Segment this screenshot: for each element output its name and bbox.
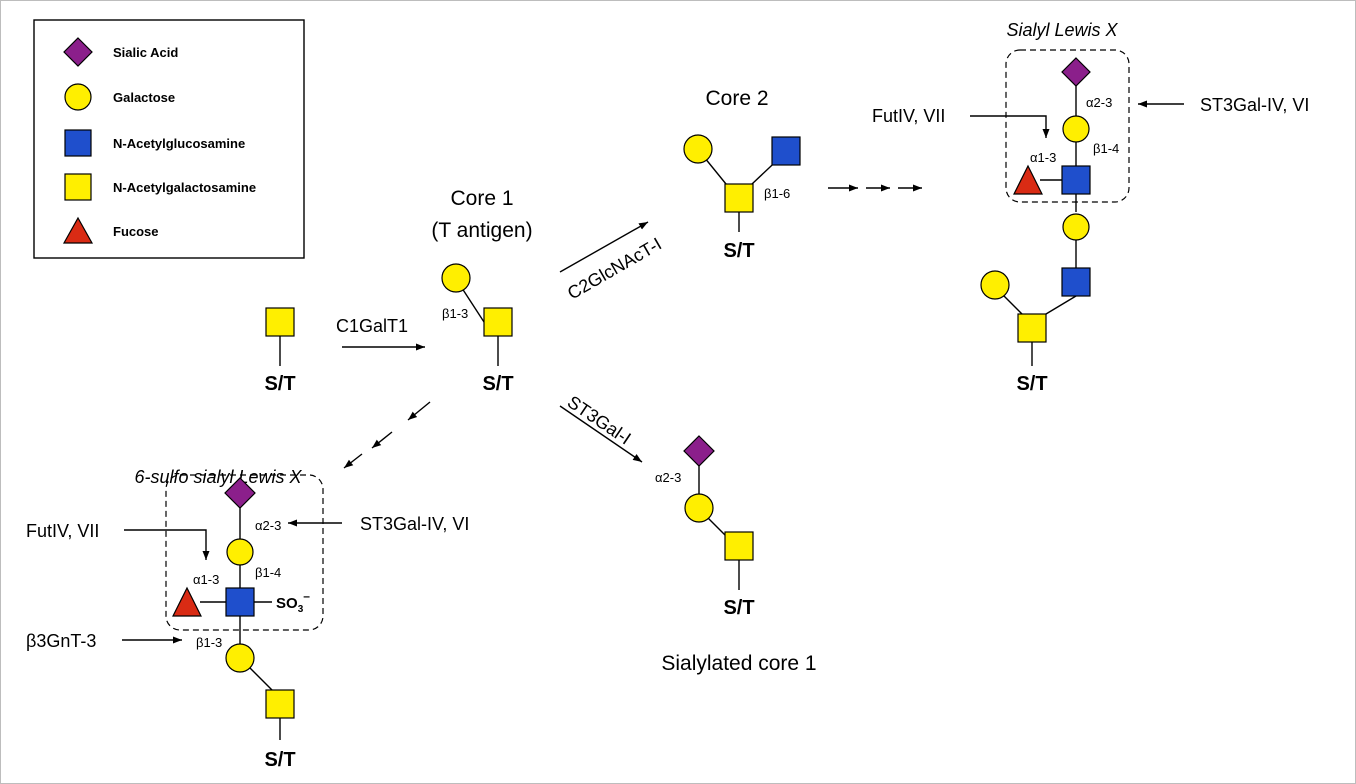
glcnac-square-icon [225, 587, 255, 617]
sialic-acid-diamond-icon [63, 37, 93, 67]
site-label: S/T [264, 749, 295, 771]
sulfo-slex-epitope-box [165, 474, 324, 631]
enzyme-fut4-7: FutIV, VII [26, 521, 99, 541]
core1-title: Core 1 [450, 187, 513, 210]
core2-title: Core 2 [705, 87, 768, 110]
enzyme-c1galt1: C1GalT1 [336, 316, 408, 336]
galnac-square-icon [1017, 313, 1047, 343]
galnac-square-icon [265, 307, 295, 337]
legend-item-sialic-acid: Sialic Acid [63, 37, 178, 67]
sialylated-core1-structure: α2-3 S/T Sialylated core 1 [655, 435, 817, 675]
legend-item-fucose: Fucose [62, 216, 159, 244]
galactose-circle-icon [1062, 115, 1090, 143]
site-label: S/T [723, 597, 754, 619]
site-label: S/T [482, 373, 513, 395]
legend-label-n-acetylglucosamine: N-Acetylglucosamine [113, 136, 245, 151]
galactose-circle-icon [441, 263, 471, 293]
linkage-label: β1-3 [196, 635, 222, 650]
core2-structure: Core 2 β1-6 S/T [683, 87, 801, 262]
slex-epitope-box [1005, 49, 1130, 203]
glcnac-square-icon [64, 129, 92, 157]
glcnac-square-icon [1061, 267, 1091, 297]
legend-label-fucose: Fucose [113, 224, 159, 239]
sialyl-lewis-x-structure: Sialyl Lewis X α2-3 β1-4 α1-3 S/T FutIV,… [872, 20, 1309, 395]
legend: Sialic Acid Galactose N-Acetylglucosamin… [33, 19, 305, 259]
legend-item-galactose: Galactose [64, 83, 175, 111]
linkage-label: β1-3 [442, 306, 468, 321]
slex-title: Sialyl Lewis X [1006, 20, 1118, 40]
galnac-square-icon [483, 307, 513, 337]
st3gal1-step: ST3Gal-I [559, 392, 643, 463]
sialylated-core1-title: Sialylated core 1 [661, 652, 816, 675]
tn-antigen: S/T [264, 307, 296, 395]
legend-item-n-acetylgalactosamine: N-Acetylgalactosamine [64, 173, 256, 201]
fucose-triangle-icon [1013, 164, 1043, 195]
galactose-circle-icon [1062, 213, 1090, 241]
enzyme-b3gnt3: β3GnT-3 [26, 631, 96, 651]
galactose-circle-icon [64, 83, 92, 111]
galnac-square-icon [265, 689, 295, 719]
galnac-square-icon [724, 183, 754, 213]
enzyme-st3gal4-6: ST3Gal-IV, VI [360, 514, 469, 534]
linkage-label: α1-3 [193, 572, 219, 587]
legend-item-n-acetylglucosamine: N-Acetylglucosamine [64, 129, 245, 157]
site-label: S/T [1016, 373, 1047, 395]
sulfo-sialyl-lewis-x-structure: 6-sulfo sialyl Lewis X α2-3 β1-4 α1-3 β1… [26, 467, 469, 771]
linkage-label: α2-3 [255, 518, 281, 533]
c2glcnact1-step: C2GlcNAcT-I [559, 221, 665, 304]
enzyme-c2glcnact1: C2GlcNAcT-I [564, 234, 665, 304]
linkage-label: β1-4 [1093, 141, 1119, 156]
multi-step-arrows-sulfo [343, 401, 431, 469]
sulfate-label: SO3– [276, 589, 310, 615]
galactose-circle-icon [225, 643, 255, 673]
galnac-square-icon [724, 531, 754, 561]
linkage-label: β1-6 [764, 186, 790, 201]
glcnac-square-icon [1061, 165, 1091, 195]
fucose-triangle-icon [62, 216, 94, 244]
glcnac-square-icon [771, 136, 801, 166]
galactose-circle-icon [683, 134, 713, 164]
legend-label-galactose: Galactose [113, 90, 175, 105]
legend-label-sialic-acid: Sialic Acid [113, 45, 178, 60]
site-label: S/T [723, 240, 754, 262]
linkage-label: α1-3 [1030, 150, 1056, 165]
c1galt1-step: C1GalT1 [336, 316, 425, 351]
sialic-acid-diamond-icon [1061, 57, 1091, 87]
sulfo-slex-title: 6-sulfo sialyl Lewis X [134, 467, 302, 487]
enzyme-st3gal1: ST3Gal-I [564, 392, 635, 449]
galactose-circle-icon [226, 538, 254, 566]
enzyme-st3gal4-6: ST3Gal-IV, VI [1200, 95, 1309, 115]
core1-structure: Core 1 (T antigen) β1-3 S/T [431, 187, 532, 395]
sialic-acid-diamond-icon [683, 435, 715, 467]
sialic-acid-diamond-icon [224, 477, 256, 509]
galactose-circle-icon [980, 270, 1010, 300]
galactose-circle-icon [684, 493, 714, 523]
core1-subtitle: (T antigen) [431, 219, 532, 242]
galnac-square-icon [64, 173, 92, 201]
linkage-label: α2-3 [1086, 95, 1112, 110]
enzyme-fut4-7: FutIV, VII [872, 106, 945, 126]
linkage-label: β1-4 [255, 565, 281, 580]
linkage-label: α2-3 [655, 470, 681, 485]
site-label: S/T [264, 373, 295, 395]
legend-label-n-acetylgalactosamine: N-Acetylgalactosamine [113, 180, 256, 195]
fucose-triangle-icon [172, 586, 202, 617]
